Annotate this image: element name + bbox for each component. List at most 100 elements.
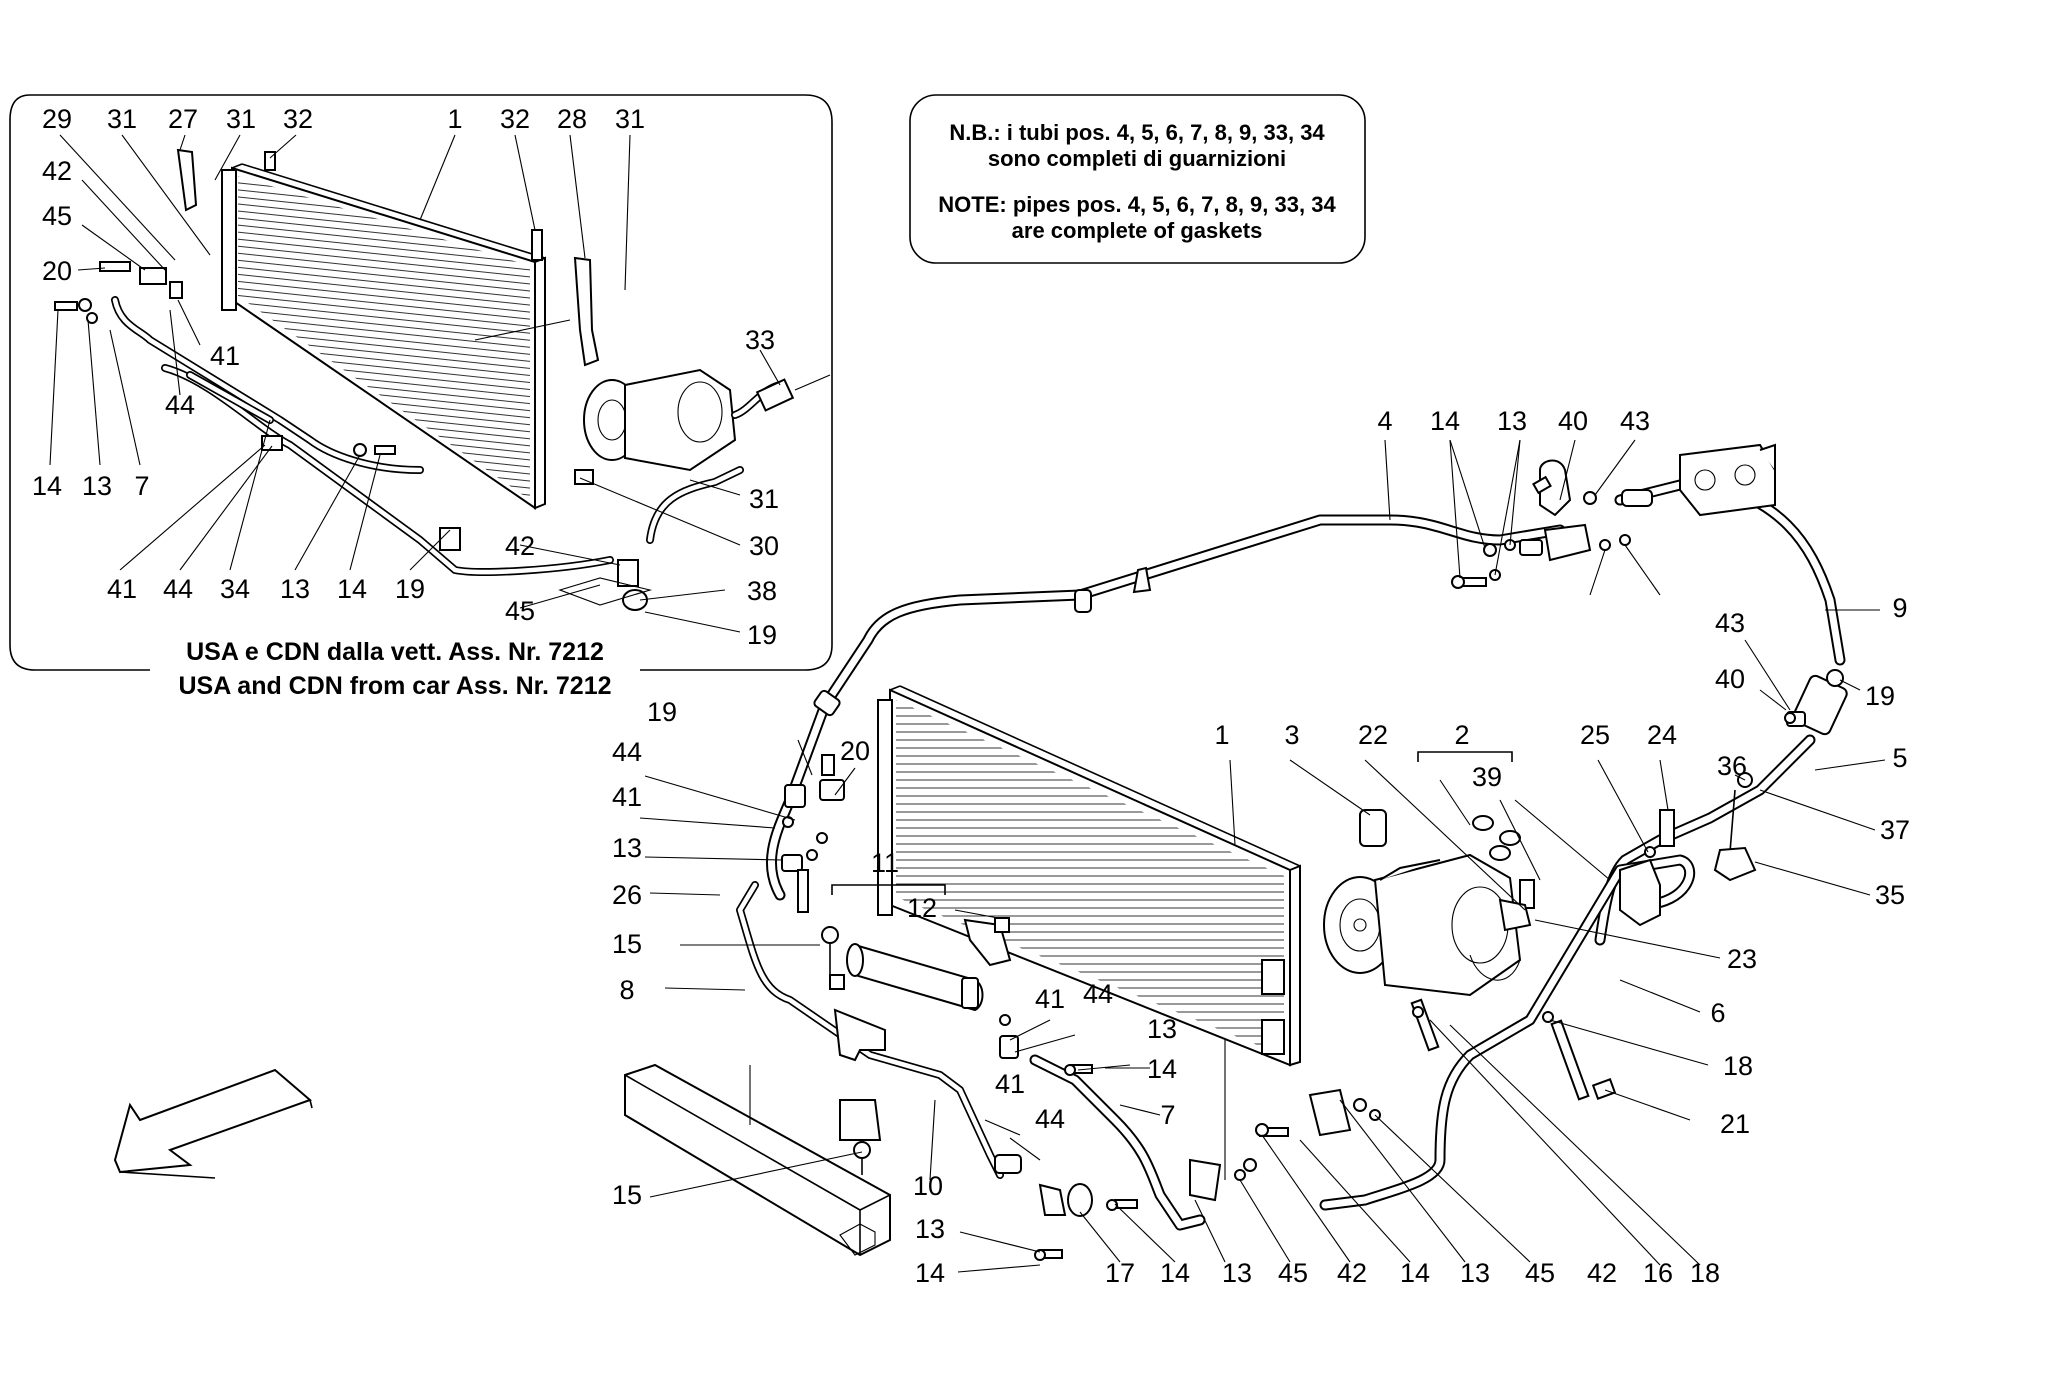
inset-callout-44b: 44 — [163, 574, 193, 604]
callout-37: 37 — [1880, 815, 1910, 845]
main-compressor — [1323, 815, 1535, 997]
note-line-it-2: sono completi di guarnizioni — [988, 146, 1286, 171]
callout-35: 35 — [1875, 880, 1905, 910]
note-line-it-1: N.B.: i tubi pos. 4, 5, 6, 7, 8, 9, 33, … — [949, 120, 1325, 145]
inset-callout-14: 14 — [32, 471, 62, 501]
callout-42-b2: 42 — [1587, 1258, 1617, 1288]
inset-callout-13: 13 — [82, 471, 112, 501]
callout-41-mid: 41 — [1035, 984, 1065, 1014]
callout-43-right: 43 — [1715, 608, 1745, 638]
callout-8: 8 — [619, 975, 634, 1005]
inset-callout-1: 1 — [447, 104, 462, 134]
inset-callout-33: 33 — [745, 325, 775, 355]
callout-15-lower: 15 — [612, 1180, 642, 1210]
callout-36: 36 — [1717, 751, 1747, 781]
inset-panel — [9, 94, 833, 671]
inset-caption-en: USA and CDN from car Ass. Nr. 7212 — [178, 672, 611, 700]
inset-callout-31: 31 — [107, 104, 137, 134]
callout-19-left: 19 — [647, 697, 677, 727]
callout-13-bottom: 13 — [915, 1214, 945, 1244]
bracket-11 — [831, 884, 946, 895]
callout-1: 1 — [1214, 720, 1229, 750]
callout-6: 6 — [1710, 998, 1725, 1028]
callout-10: 10 — [913, 1171, 943, 1201]
inset-callout-31b: 31 — [226, 104, 256, 134]
callout-22: 22 — [1358, 720, 1388, 750]
callout-40-right: 40 — [1715, 664, 1745, 694]
callout-26: 26 — [612, 880, 642, 910]
inset-callout-14b: 14 — [337, 574, 367, 604]
callout-13-b2: 13 — [1222, 1258, 1252, 1288]
inset-callout-41: 41 — [210, 341, 240, 371]
receiver-drier — [846, 943, 984, 1012]
callout-7: 7 — [1160, 1100, 1175, 1130]
callout-13-top: 13 — [1497, 406, 1527, 436]
inset-callout-31d: 31 — [749, 484, 779, 514]
inset-callout-30: 30 — [749, 531, 779, 561]
callout-14-b3: 14 — [1400, 1258, 1430, 1288]
callout-44-low: 44 — [1035, 1104, 1065, 1134]
inset-condenser — [221, 151, 571, 510]
callout-14-top: 14 — [1430, 406, 1460, 436]
callout-43-top: 43 — [1620, 406, 1650, 436]
inset-callout-45b: 45 — [505, 596, 535, 626]
callout-21: 21 — [1720, 1109, 1750, 1139]
callout-5: 5 — [1892, 743, 1907, 773]
callout-14-b2: 14 — [1160, 1258, 1190, 1288]
callout-41-low: 41 — [995, 1069, 1025, 1099]
callout-18-right: 18 — [1723, 1051, 1753, 1081]
inset-callout-42b: 42 — [505, 531, 535, 561]
callout-14-bottom: 14 — [915, 1258, 945, 1288]
main-condenser — [877, 685, 1301, 1180]
callout-19-right: 19 — [1865, 681, 1895, 711]
inset-callout-13b: 13 — [280, 574, 310, 604]
inset-compressor — [583, 368, 737, 472]
callout-15-upper: 15 — [612, 929, 642, 959]
callout-9: 9 — [1892, 593, 1907, 623]
inset-callout-20: 20 — [42, 256, 72, 286]
callout-14-mid: 14 — [1147, 1054, 1177, 1084]
callout-41-left: 41 — [612, 782, 642, 812]
callout-13-mid: 13 — [1147, 1014, 1177, 1044]
callout-42-b: 42 — [1337, 1258, 1367, 1288]
inset-caption-it: USA e CDN dalla vett. Ass. Nr. 7212 — [186, 638, 604, 666]
callout-20: 20 — [840, 736, 870, 766]
inset-callouts: 29 31 27 31 32 1 32 28 31 42 45 20 41 44… — [32, 104, 779, 650]
inset-callout-45: 45 — [42, 201, 72, 231]
main-callouts: 4 14 13 40 43 9 43 40 19 5 36 37 35 25 2… — [612, 406, 1910, 1288]
inset-callout-34: 34 — [220, 574, 250, 604]
inset-callout-38: 38 — [747, 576, 777, 606]
inset-callout-29: 29 — [42, 104, 72, 134]
inset-callout-19: 19 — [747, 620, 777, 650]
note-line-en-2: are complete of gaskets — [1012, 218, 1263, 243]
callout-4: 4 — [1377, 406, 1392, 436]
inset-callout-19b: 19 — [395, 574, 425, 604]
inset-callout-44: 44 — [165, 390, 195, 420]
note-box: N.B.: i tubi pos. 4, 5, 6, 7, 8, 9, 33, … — [909, 94, 1366, 264]
callout-44-mid: 44 — [1083, 979, 1113, 1009]
callout-16: 16 — [1643, 1258, 1673, 1288]
callout-11: 11 — [871, 848, 899, 878]
callout-39: 39 — [1472, 762, 1502, 792]
callout-2: 2 — [1454, 720, 1469, 750]
callout-44-left: 44 — [612, 737, 642, 767]
inset-callout-27: 27 — [168, 104, 198, 134]
inset-callout-7: 7 — [134, 471, 149, 501]
callout-13-left: 13 — [612, 833, 642, 863]
callout-25: 25 — [1580, 720, 1610, 750]
callout-18-bottom: 18 — [1690, 1258, 1720, 1288]
callout-17: 17 — [1105, 1258, 1135, 1288]
callout-40-top: 40 — [1558, 406, 1588, 436]
callout-13-b3: 13 — [1460, 1258, 1490, 1288]
callout-12: 12 — [907, 893, 937, 923]
note-line-en-1: NOTE: pipes pos. 4, 5, 6, 7, 8, 9, 33, 3… — [938, 192, 1336, 217]
callout-3: 3 — [1284, 720, 1299, 750]
callout-24: 24 — [1647, 720, 1677, 750]
inset-callout-32: 32 — [283, 104, 313, 134]
crossmember — [624, 1063, 891, 1257]
inset-callout-31c: 31 — [615, 104, 645, 134]
callout-45-b: 45 — [1278, 1258, 1308, 1288]
inset-callout-32b: 32 — [500, 104, 530, 134]
inset-callout-42: 42 — [42, 156, 72, 186]
